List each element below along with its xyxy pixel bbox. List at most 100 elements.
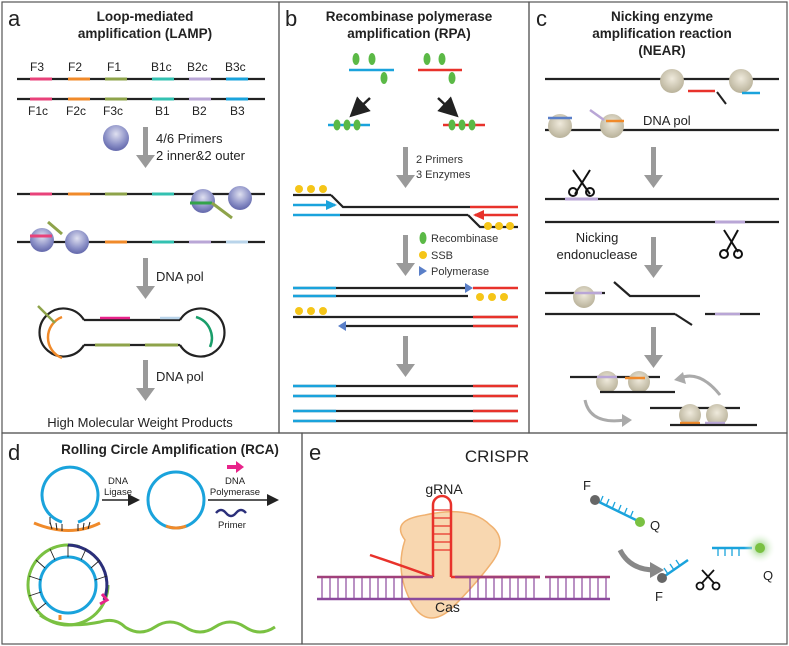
panel-d-letter: d xyxy=(8,440,20,465)
panel-c-title-1: Nicking enzyme xyxy=(611,9,714,24)
panel-b-letter: b xyxy=(285,6,297,31)
rca-poly-1: DNA xyxy=(225,476,246,487)
panel-d-title: Rolling Circle Amplification (RCA) xyxy=(61,442,279,457)
down-arrow-icon xyxy=(396,147,415,188)
panel-d: d Rolling Circle Amplification (RCA) DNA… xyxy=(8,440,279,634)
legend-ssb: SSB xyxy=(431,250,453,262)
scissors-icon xyxy=(568,169,595,197)
panel-c: c Nicking enzyme amplification reaction … xyxy=(536,6,779,427)
rca-closed-circle xyxy=(146,470,206,530)
rpa-primers xyxy=(328,53,485,131)
target-dna xyxy=(317,575,610,601)
down-arrow-icon xyxy=(644,147,663,188)
quencher-icon xyxy=(635,517,645,527)
near-cycle xyxy=(570,371,757,427)
rpa-step1-line2: 3 Enzymes xyxy=(416,169,471,181)
reporter-probe-intact: F Q xyxy=(583,478,660,533)
curved-arrow-icon xyxy=(617,548,664,578)
down-arrow-icon xyxy=(396,235,415,276)
label-F2c: F2c xyxy=(66,104,86,118)
cleaved-q-label: Q xyxy=(763,568,773,583)
panel-e-title: CRISPR xyxy=(465,447,529,466)
cleaved-f-label: F xyxy=(655,589,663,604)
primer-squiggle-icon xyxy=(215,508,247,518)
rpa-strand-invasion xyxy=(293,185,518,230)
lamp-template-strands xyxy=(17,77,265,101)
lamp-result: High Molecular Weight Products xyxy=(47,415,233,430)
label-F3: F3 xyxy=(30,60,44,74)
near-stage1: DNA pol xyxy=(545,69,779,138)
probe-q-label: Q xyxy=(650,518,660,533)
polymerase-wedge-icon xyxy=(419,266,427,276)
label-B1c: B1c xyxy=(151,60,172,74)
rpa-legend: Recombinase SSB Polymerase xyxy=(419,232,498,278)
panel-c-title-3: (NEAR) xyxy=(638,43,685,58)
down-arrow-icon xyxy=(644,327,663,368)
panel-e: e CRISPR Cas gRNA xyxy=(309,440,776,619)
rpa-products xyxy=(293,384,518,423)
grna-label: gRNA xyxy=(425,481,463,497)
down-arrow-icon xyxy=(136,258,155,299)
scissors-icon xyxy=(719,229,743,259)
panel-a-letter: a xyxy=(8,6,21,31)
lamp-step2: DNA pol xyxy=(156,269,204,284)
label-B3: B3 xyxy=(230,104,245,118)
frame-e xyxy=(301,432,788,645)
label-F3c: F3c xyxy=(103,104,123,118)
polymerase-icon xyxy=(103,125,129,151)
panel-e-letter: e xyxy=(309,440,321,465)
recombinase-icon xyxy=(419,232,427,244)
label-B1: B1 xyxy=(155,104,170,118)
panel-b: b Recombinase polymerase amplification (… xyxy=(285,6,518,423)
label-F1c: F1c xyxy=(28,104,48,118)
lamp-step3: DNA pol xyxy=(156,369,204,384)
down-arrow-icon xyxy=(136,127,155,168)
rca-primer: Primer xyxy=(218,520,246,531)
cas-label: Cas xyxy=(435,599,460,615)
panel-c-title-2: amplification reaction xyxy=(592,26,732,41)
near-dna-pol: DNA pol xyxy=(643,113,691,128)
panel-c-letter: c xyxy=(536,6,547,31)
rca-poly-2: Polymerase xyxy=(210,487,260,498)
down-arrow-icon xyxy=(644,237,663,278)
down-arrow-icon xyxy=(136,360,155,401)
lamp-step1-line1: 4/6 Primers xyxy=(156,131,223,146)
rca-ligase-1: DNA xyxy=(108,476,129,487)
scissors-icon xyxy=(695,569,721,591)
panel-a-title-1: Loop-mediated xyxy=(97,9,194,24)
near-nicking-1: Nicking xyxy=(576,230,619,245)
fluorophore-icon xyxy=(590,495,600,505)
label-F1: F1 xyxy=(107,60,121,74)
panel-a: a Loop-mediated amplification (LAMP) F3 … xyxy=(8,6,265,430)
frame-d xyxy=(1,432,303,645)
rpa-step1-line1: 2 Primers xyxy=(416,154,464,166)
rca-open-circle xyxy=(33,465,101,532)
reporter-probe-cleaved: F Q xyxy=(655,532,776,604)
lamp-primed-strands xyxy=(17,186,265,254)
probe-f-label: F xyxy=(583,478,591,493)
rpa-extension xyxy=(293,283,518,331)
label-B2: B2 xyxy=(192,104,207,118)
panel-b-title-2: amplification (RPA) xyxy=(347,26,471,41)
down-arrow-icon xyxy=(396,336,415,377)
near-nicking-2: endonuclease xyxy=(557,247,638,262)
rca-primer-arrow-icon xyxy=(227,461,244,473)
ssb-icon xyxy=(419,251,427,259)
rca-rolling-circle xyxy=(26,543,276,634)
label-B2c: B2c xyxy=(187,60,208,74)
legend-recombinase: Recombinase xyxy=(431,233,498,245)
label-B3c: B3c xyxy=(225,60,246,74)
label-F2: F2 xyxy=(68,60,82,74)
near-stage2: Nicking endonuclease xyxy=(545,169,779,262)
panel-a-title-2: amplification (LAMP) xyxy=(78,26,212,41)
frame-c xyxy=(528,1,788,434)
rca-ligase-2: Ligase xyxy=(104,487,132,498)
lamp-step1-line2: 2 inner&2 outer xyxy=(156,148,246,163)
lamp-dumbbell xyxy=(37,305,226,360)
panel-b-title-1: Recombinase polymerase xyxy=(326,9,493,24)
near-stage3 xyxy=(545,281,760,326)
legend-polymerase: Polymerase xyxy=(431,266,489,278)
